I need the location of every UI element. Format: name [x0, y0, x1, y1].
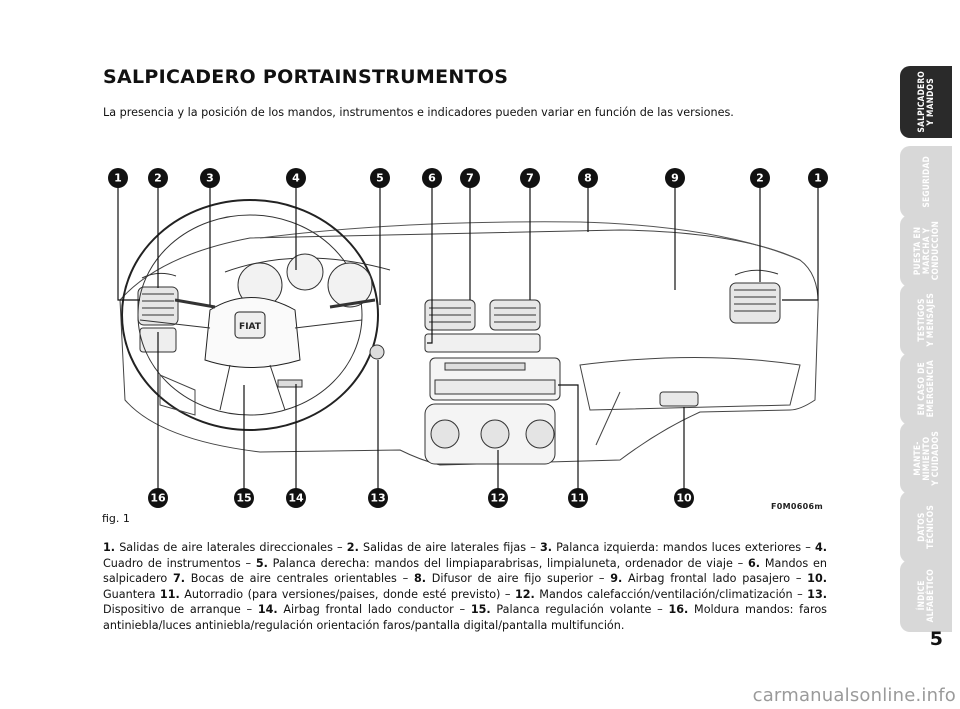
legend-number: 11.: [159, 587, 180, 601]
callout-15: 15: [234, 488, 254, 508]
svg-text:16: 16: [150, 492, 166, 505]
legend-number: 15.: [470, 603, 491, 617]
svg-text:2: 2: [756, 172, 764, 185]
svg-text:3: 3: [206, 172, 214, 185]
legend-text: Airbag frontal lado conductor –: [277, 603, 471, 617]
tab-label: SALPICADERO Y MANDOS: [916, 71, 935, 133]
legend-number: 7.: [172, 572, 186, 586]
callout-9: 9: [665, 168, 685, 188]
legend-text: Difusor de aire fijo superior –: [426, 572, 611, 586]
callout-8: 8: [578, 168, 598, 188]
legend-number: 9.: [610, 572, 623, 586]
legend-text: Mandos calefacción/ventilación/climatiza…: [534, 587, 808, 601]
svg-text:14: 14: [288, 492, 304, 505]
figure-code: F0M0606m: [771, 502, 823, 511]
tab-puesta-en-marcha[interactable]: PUESTA EN MARCHA Y CONDUCCIÓN: [900, 215, 952, 287]
callout-12: 12: [488, 488, 508, 508]
tab-testigos-y-mensajes[interactable]: TESTIGOS Y MENSAJES: [900, 284, 952, 356]
legend-text: Palanca regulación volante –: [490, 603, 669, 617]
tab-seguridad[interactable]: SEGURIDAD: [900, 146, 952, 218]
legend-text: Salidas de aire laterales direccionales …: [115, 541, 347, 554]
legend-number: 12.: [514, 587, 535, 601]
svg-text:13: 13: [370, 492, 385, 505]
tab-datos-tecnicos[interactable]: DATOS TÉCNICOS: [900, 491, 952, 563]
svg-text:1: 1: [114, 172, 122, 185]
figure-legend: 1. Salidas de aire laterales direccional…: [103, 540, 827, 634]
legend-number: 3.: [539, 541, 552, 554]
watermark: carmanualsonline.info: [752, 685, 956, 706]
svg-text:4: 4: [292, 172, 300, 185]
svg-text:2: 2: [154, 172, 162, 185]
legend-text: Airbag frontal lado pasajero –: [622, 572, 808, 586]
svg-text:7: 7: [526, 172, 534, 185]
legend-text: Cuadro de instrumentos –: [103, 556, 256, 570]
svg-text:10: 10: [676, 492, 692, 505]
legend-number: 13.: [807, 587, 827, 601]
callout-10: 10: [674, 488, 694, 508]
legend-number: 14.: [257, 603, 278, 617]
svg-text:15: 15: [236, 492, 251, 505]
tab-label: ÍNDICE ALFABÉTICO: [916, 569, 935, 623]
svg-text:11: 11: [570, 492, 585, 505]
legend-text: Bocas de aire centrales orientables –: [185, 572, 414, 586]
callout-5: 5: [370, 168, 390, 188]
legend-text: Autorradio (para versiones/paises, donde…: [179, 587, 515, 601]
tab-salpicadero-y-mandos[interactable]: SALPICADERO Y MANDOS: [900, 66, 952, 138]
dashboard-illustration: FIAT: [108, 168, 828, 508]
svg-text:9: 9: [671, 172, 679, 185]
svg-text:7: 7: [466, 172, 474, 185]
legend-number: 10.: [807, 572, 827, 586]
legend-number: 4.: [814, 541, 827, 554]
intro-text: La presencia y la posición de los mandos…: [103, 106, 734, 119]
page-number: 5: [929, 628, 943, 650]
svg-text:8: 8: [584, 172, 592, 185]
tab-label: TESTIGOS Y MENSAJES: [916, 293, 935, 347]
svg-text:12: 12: [490, 492, 505, 505]
legend-number: 1.: [103, 541, 116, 554]
legend-number: 16.: [668, 603, 689, 617]
callout-3: 3: [200, 168, 220, 188]
tab-label: EN CASO DE EMERGENCIA: [916, 360, 935, 418]
callout-2-right: 2: [750, 168, 770, 188]
callout-7-right: 7: [520, 168, 540, 188]
legend-text: Palanca izquierda: mandos luces exterior…: [552, 541, 815, 554]
tab-label: DATOS TÉCNICOS: [916, 505, 935, 549]
legend-number: 5.: [255, 556, 268, 570]
callout-11: 11: [568, 488, 588, 508]
dashboard-figure: FIAT: [100, 160, 838, 512]
legend-text: Moldura mandos: faros antiniebla/luces a…: [103, 603, 827, 632]
callout-4: 4: [286, 168, 306, 188]
callout-2-left: 2: [148, 168, 168, 188]
legend-number: 6.: [748, 556, 761, 570]
svg-text:5: 5: [376, 172, 384, 185]
legend-text: Salidas de aire laterales fijas –: [358, 541, 540, 554]
legend-number: 8.: [413, 572, 427, 586]
page-title: SALPICADERO PORTAINSTRUMENTOS: [103, 66, 509, 88]
svg-text:1: 1: [814, 172, 822, 185]
tab-en-caso-de-emergencia[interactable]: EN CASO DE EMERGENCIA: [900, 353, 952, 425]
tab-label: MANTE- NIMIENTO Y CUIDADOS: [911, 430, 940, 486]
legend-text: Palanca derecha: mandos del limpiaparabr…: [267, 556, 749, 570]
legend-number: 2.: [346, 541, 359, 554]
tab-label: PUESTA EN MARCHA Y CONDUCCIÓN: [911, 221, 940, 281]
svg-text:6: 6: [428, 172, 436, 185]
callout-16: 16: [148, 488, 168, 508]
figure-caption: fig. 1: [102, 512, 130, 525]
tab-mantenimiento[interactable]: MANTE- NIMIENTO Y CUIDADOS: [900, 422, 952, 494]
callout-1-right: 1: [808, 168, 828, 188]
legend-text: Mandos en salpicadero: [103, 556, 827, 586]
callout-14: 14: [286, 488, 306, 508]
legend-text: Dispositivo de arranque –: [103, 603, 258, 617]
callout-7-left: 7: [460, 168, 480, 188]
callout-13: 13: [368, 488, 388, 508]
fiat-logo: FIAT: [239, 322, 262, 332]
callout-1-left: 1: [108, 168, 128, 188]
legend-text: Guantera: [103, 587, 160, 601]
tab-label: SEGURIDAD: [920, 156, 931, 208]
callout-6: 6: [422, 168, 442, 188]
tab-indice-alfabetico[interactable]: ÍNDICE ALFABÉTICO: [900, 560, 952, 632]
